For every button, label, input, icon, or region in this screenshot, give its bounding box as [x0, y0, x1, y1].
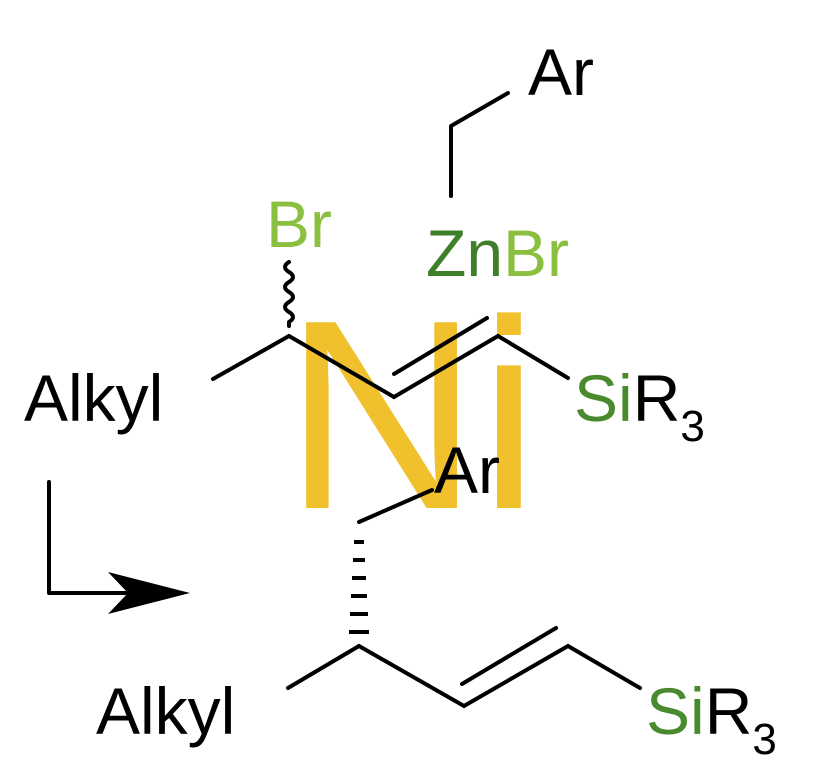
top-r-symbol: R: [633, 361, 681, 435]
product-aryl-label: Ar: [434, 433, 500, 507]
zinc-symbol: Zn: [426, 216, 503, 290]
top-chain-bond-1: [287, 334, 396, 399]
top-subscript-3: 3: [680, 402, 704, 451]
nickel-catalyst-label: Ni: [284, 265, 539, 566]
benzyl-bond-chain: [449, 91, 510, 198]
product-vinyl-si-bond: [566, 644, 642, 690]
product-subscript-3: 3: [752, 715, 776, 764]
product-benzyl-bond: [357, 488, 434, 524]
reaction-arrow-shaft: [47, 480, 152, 595]
top-aryl-label: Ar: [528, 35, 594, 109]
zinc-bromide-br-symbol: Br: [503, 216, 569, 290]
product-silyl-label: SiR3: [646, 674, 777, 764]
top-alkene-bond: [392, 334, 500, 399]
zinc-bromide-label: ZnBr: [426, 216, 569, 290]
product-silicon-symbol: Si: [646, 674, 705, 748]
reaction-arrow-head: [108, 572, 190, 614]
product-alkyl-label: Alkyl: [96, 674, 235, 748]
wavy-bond: [283, 260, 295, 328]
product-chain-bond: [357, 644, 466, 708]
product-alkene-second-bond: [460, 626, 558, 686]
product-alkyl-bond: [286, 644, 361, 690]
top-silicon-symbol: Si: [574, 361, 633, 435]
top-vinyl-si-bond: [496, 334, 570, 380]
hashed-wedge-bond: [349, 540, 369, 634]
product-r-symbol: R: [705, 674, 753, 748]
bromine-label: Br: [266, 187, 332, 261]
top-alkyl-label: Alkyl: [24, 361, 163, 435]
top-alkyl-bond: [211, 334, 291, 381]
top-silyl-label: SiR3: [574, 361, 705, 451]
product-alkene-bond: [462, 644, 570, 708]
top-alkene-second-bond: [392, 316, 489, 376]
